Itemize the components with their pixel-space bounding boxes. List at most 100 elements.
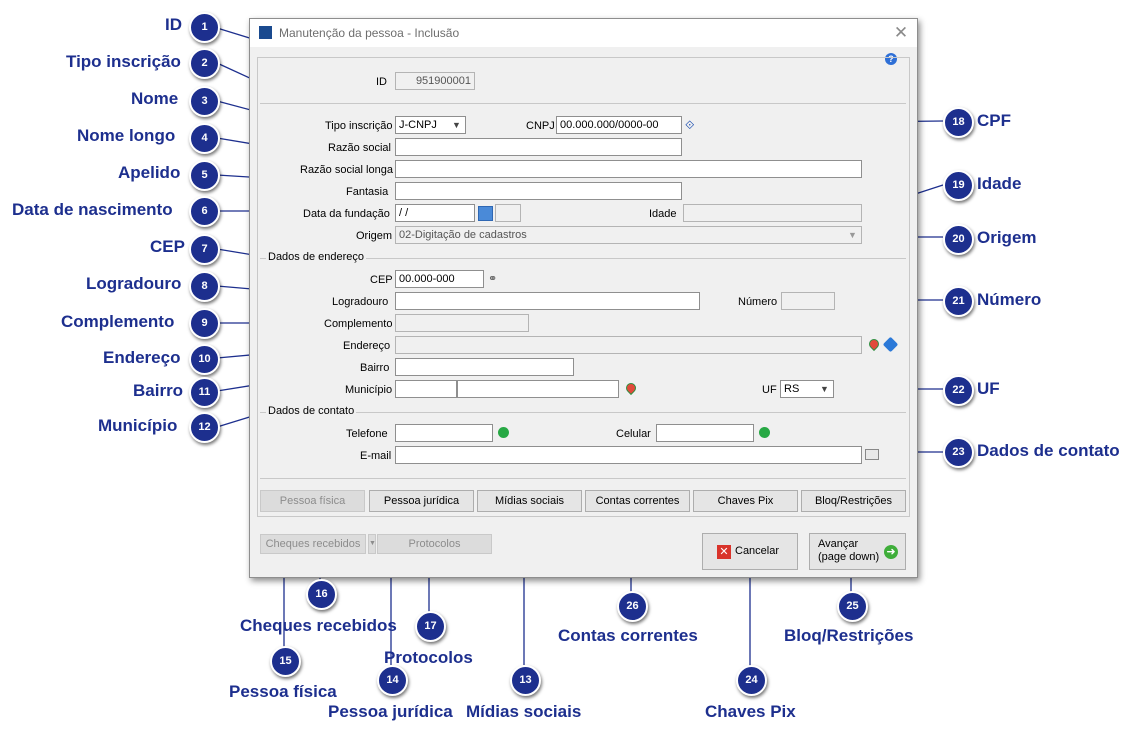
callout-label: Logradouro <box>86 274 182 293</box>
callout-badge: 20 <box>943 224 974 255</box>
fantasia-input[interactable] <box>395 182 682 200</box>
next-button[interactable]: Avançar (page down) ➜ <box>809 533 906 570</box>
form-panel <box>257 57 910 517</box>
cnpj-input[interactable]: 00.000.000/0000-00 <box>556 116 682 134</box>
logradouro-input[interactable] <box>395 292 700 310</box>
tab-contas-correntes[interactable]: Contas correntes <box>585 490 690 512</box>
celular-input[interactable] <box>656 424 754 442</box>
razao-social-longa-label: Razão social longa <box>300 164 393 176</box>
callout-label: CEP <box>150 237 185 256</box>
callout-label: Tipo inscrição <box>66 52 181 71</box>
endereco-label: Endereço <box>343 340 391 352</box>
tipo-inscricao-value: J-CNPJ <box>399 119 437 131</box>
numero-input[interactable] <box>781 292 835 310</box>
section-contato: Dados de contato <box>266 405 357 417</box>
tab-pessoa-juridica[interactable]: Pessoa jurídica <box>369 490 474 512</box>
fantasia-label: Fantasia <box>346 186 389 198</box>
tab-midias-sociais[interactable]: Mídias sociais <box>477 490 582 512</box>
callout-label: Pessoa jurídica <box>328 702 453 721</box>
callout-label: Endereço <box>103 348 181 367</box>
email-input[interactable] <box>395 446 862 464</box>
whatsapp-icon[interactable] <box>498 427 509 438</box>
divider <box>260 258 906 259</box>
telefone-input[interactable] <box>395 424 493 442</box>
callout-label: Nome longo <box>77 126 176 145</box>
id-label: ID <box>376 76 387 88</box>
tab-bloq-restricoes[interactable]: Bloq/Restrições <box>801 490 906 512</box>
app-icon <box>259 26 272 39</box>
callout-badge: 2 <box>189 48 220 79</box>
uf-value: RS <box>784 383 800 395</box>
tab-chaves-pix[interactable]: Chaves Pix <box>693 490 798 512</box>
callout-badge: 21 <box>943 286 974 317</box>
next-label: Avançar <box>818 538 859 550</box>
idade-field <box>683 204 862 222</box>
cnpj-label: CNPJ <box>526 120 555 132</box>
callout-badge: 22 <box>943 375 974 406</box>
callout-badge: 24 <box>736 665 767 696</box>
email-label: E-mail <box>360 450 392 462</box>
callout-label: Número <box>977 290 1042 309</box>
razao-social-label: Razão social <box>328 142 391 154</box>
celular-label: Celular <box>616 428 651 440</box>
numero-label: Número <box>738 296 778 308</box>
callout-badge: 7 <box>189 234 220 265</box>
window-title: Manutenção da pessoa - Inclusão <box>279 26 460 40</box>
protocolos-button[interactable]: Protocolos <box>377 534 492 554</box>
uf-select[interactable]: RS ▼ <box>780 380 834 398</box>
binoculars-icon[interactable]: ⚭ <box>488 273 498 285</box>
callout-label: Complemento <box>61 312 175 331</box>
callout-badge: 12 <box>189 412 220 443</box>
close-icon: ✕ <box>717 545 731 559</box>
cheques-recebidos-button[interactable]: Cheques recebidos <box>260 534 366 554</box>
bairro-label: Bairro <box>360 362 390 374</box>
callout-badge: 4 <box>189 123 220 154</box>
callout-badge: 3 <box>189 86 220 117</box>
tab-pessoa-fisica[interactable]: Pessoa física <box>260 490 365 512</box>
idade-label: Idade <box>649 208 677 220</box>
callout-badge: 23 <box>943 437 974 468</box>
callout-label: Idade <box>977 174 1022 193</box>
next-hint: (page down) <box>818 551 880 563</box>
logradouro-label: Logradouro <box>332 296 389 308</box>
callout-badge: 10 <box>189 344 220 375</box>
municipio-code-input[interactable] <box>395 380 457 398</box>
calendar-icon[interactable] <box>478 206 493 221</box>
chevron-down-icon[interactable]: ▼ <box>368 534 376 554</box>
envelope-icon[interactable] <box>865 449 879 460</box>
close-button[interactable]: ✕ <box>893 23 909 42</box>
razao-social-longa-input[interactable] <box>395 160 862 178</box>
data-fundacao-label: Data da fundação <box>303 208 390 220</box>
origem-select[interactable]: 02-Digitação de cadastros ▼ <box>395 226 862 244</box>
callout-badge: 1 <box>189 12 220 43</box>
callout-label: Contas correntes <box>558 626 698 645</box>
razao-social-input[interactable] <box>395 138 682 156</box>
origem-value: 02-Digitação de cadastros <box>399 229 527 241</box>
uf-label: UF <box>762 384 777 396</box>
chevron-down-icon: ▼ <box>820 384 829 394</box>
callout-badge: 14 <box>377 665 408 696</box>
callout-label: Dados de contato <box>977 441 1120 460</box>
lookup-icon[interactable]: ⟐ <box>685 118 695 132</box>
dia-semana-field <box>495 204 521 222</box>
help-icon[interactable]: ? <box>885 53 897 65</box>
callout-badge: 13 <box>510 665 541 696</box>
callout-badge: 5 <box>189 160 220 191</box>
whatsapp-icon[interactable] <box>759 427 770 438</box>
data-fundacao-input[interactable]: / / <box>395 204 475 222</box>
complemento-input[interactable] <box>395 314 529 332</box>
divider <box>260 103 906 104</box>
id-field: 951900001 <box>395 72 475 90</box>
callout-badge: 25 <box>837 591 868 622</box>
cancel-label: Cancelar <box>735 545 780 557</box>
municipio-name-input[interactable] <box>457 380 619 398</box>
divider <box>260 478 906 479</box>
bairro-input[interactable] <box>395 358 574 376</box>
callout-label: Nome <box>131 89 179 108</box>
cep-input[interactable]: 00.000-000 <box>395 270 484 288</box>
callout-label: Data de nascimento <box>12 200 173 219</box>
tipo-inscricao-select[interactable]: J-CNPJ ▼ <box>395 116 466 134</box>
callout-badge: 11 <box>189 377 220 408</box>
endereco-field <box>395 336 862 354</box>
cancel-button[interactable]: ✕ Cancelar <box>702 533 798 570</box>
